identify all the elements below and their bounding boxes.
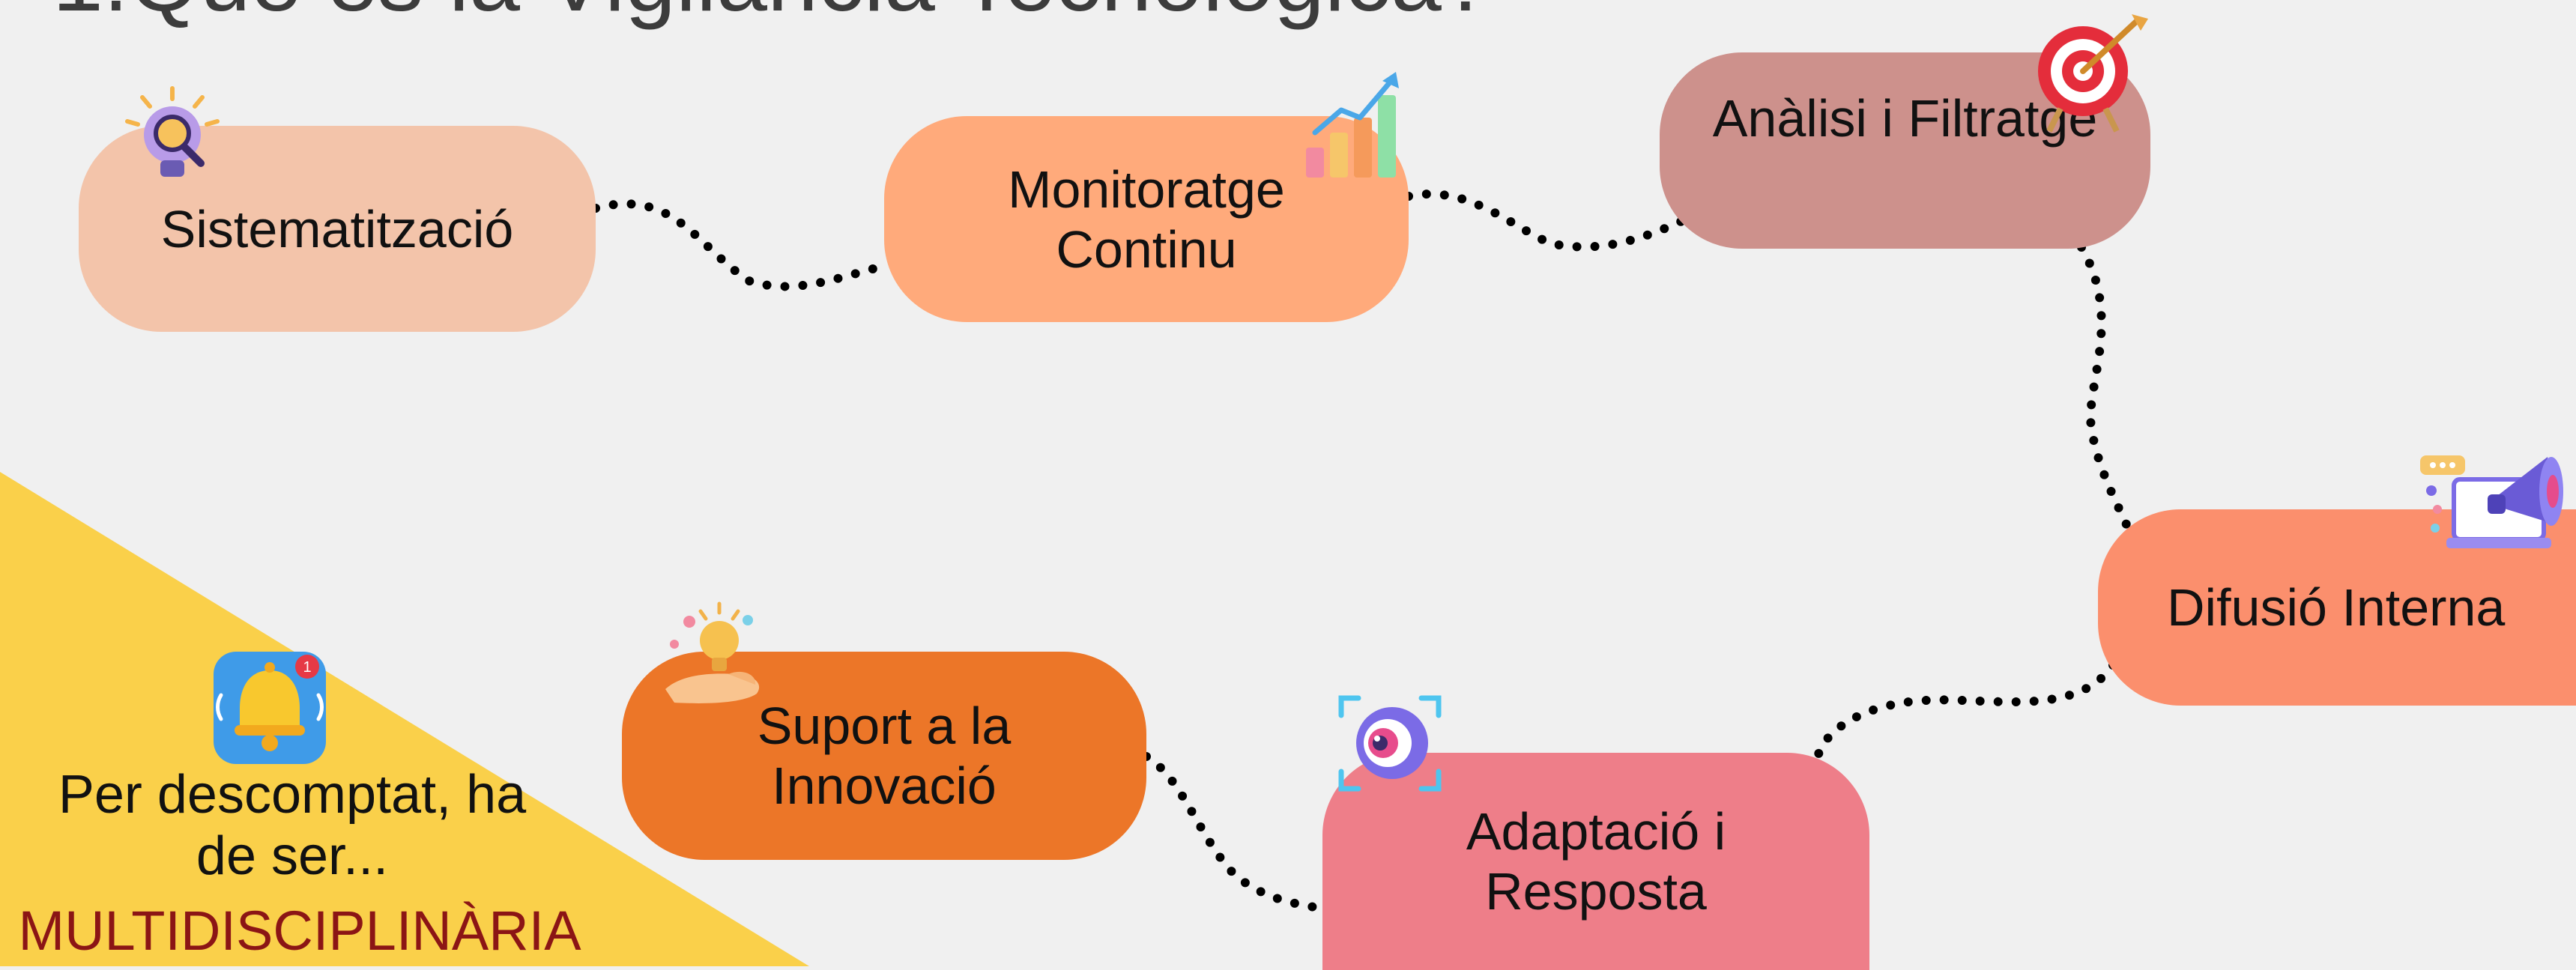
connector-5 <box>1142 752 1327 913</box>
target-icon <box>2038 14 2148 133</box>
step-label: Adaptació i Resposta <box>1466 802 1726 921</box>
connector-3 <box>2077 243 2132 533</box>
connector-1 <box>591 199 889 291</box>
bell-icon: 1 <box>214 652 326 764</box>
growth-chart-icon <box>1306 72 1399 178</box>
eye-scan-icon <box>1338 695 1442 792</box>
lightbulb-search-icon <box>125 86 220 177</box>
step-adaptacio: Adaptació i Resposta <box>1322 753 1869 970</box>
connector-4 <box>1812 661 2117 765</box>
step-label: Monitoratge Continu <box>1008 160 1285 279</box>
step-label: Sistematització <box>160 199 514 258</box>
note-text: Per descomptat, ha de ser... <box>58 765 527 886</box>
note-highlight: MULTIDISCIPLINÀRIA <box>18 900 581 962</box>
step-label: Difusió Interna <box>2167 578 2506 637</box>
step-label: Suport a la Innovació <box>757 697 1012 815</box>
connector-2 <box>1404 190 1687 252</box>
step-label: Anàlisi i Filtratge <box>1712 89 2098 148</box>
slide-title: 1.Què és la Vigilància Tecnològica? <box>52 0 1493 31</box>
megaphone-laptop-icon <box>2420 455 2563 548</box>
step-suport: Suport a la Innovació <box>622 652 1146 860</box>
svg-text:1: 1 <box>303 659 311 676</box>
idea-hand-icon <box>665 601 760 703</box>
